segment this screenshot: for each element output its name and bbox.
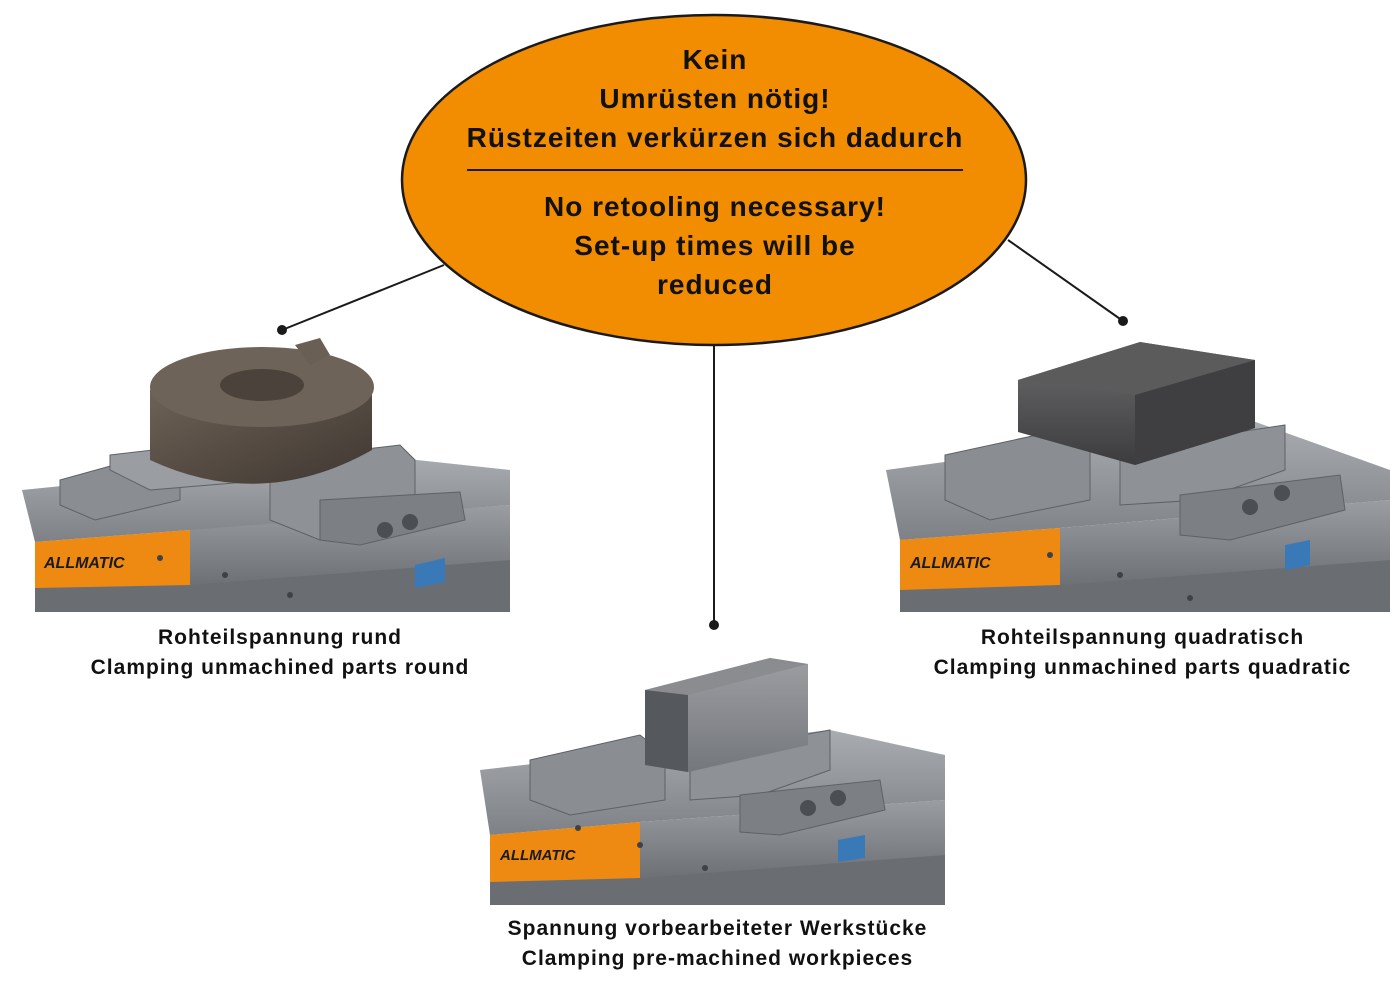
connector-lines [277,239,1128,630]
vise-logo-middle: ALLMATIC [499,847,577,864]
connector-middle-dot [709,620,719,630]
vise-image-right: ALLMATIC [886,342,1390,612]
vise-logo-left: ALLMATIC [43,555,125,572]
round-workpiece [150,338,374,484]
bubble-text: Kein Umrüsten nötig! Rüstzeiten verkürze… [405,40,1025,304]
bubble-en-line-2: Set-up times will be [574,230,856,261]
vise-image-middle: ALLMATIC [480,658,945,905]
caption-left-de: Rohteilspannung rund [158,626,402,649]
caption-right: Rohteilspannung quadratisch Clamping unm… [890,623,1395,683]
speech-bubble [400,13,1028,347]
bubble-de-line-2: Umrüsten nötig! [599,83,831,114]
caption-middle: Spannung vorbearbeiteter Werkstücke Clam… [460,914,975,974]
bubble-en-line-1: No retooling necessary! [544,191,886,222]
bubble-en-line-3: reduced [657,269,773,300]
caption-middle-en: Clamping pre-machined workpieces [521,947,914,970]
caption-right-de: Rohteilspannung quadratisch [980,626,1305,649]
square-workpiece [1018,342,1255,465]
connector-right-dot [1118,316,1128,326]
bubble-de-line-1: Kein [682,44,748,75]
bubble-divider [467,169,963,171]
caption-left: Rohteilspannung rund Clamping unmachined… [40,623,520,683]
bubble-de-line-3: Rüstzeiten verkürzen sich dadurch [466,122,964,153]
connector-right [1007,239,1124,322]
connector-left [281,264,445,331]
vise-logo-right: ALLMATIC [909,555,991,572]
vise-image-left: ALLMATIC [22,338,510,612]
machined-workpiece [645,658,808,772]
connector-left-dot [277,325,287,335]
caption-left-en: Clamping unmachined parts round [90,656,470,679]
caption-right-en: Clamping unmachined parts quadratic [933,656,1352,679]
caption-middle-de: Spannung vorbearbeiteter Werkstücke [507,917,928,940]
